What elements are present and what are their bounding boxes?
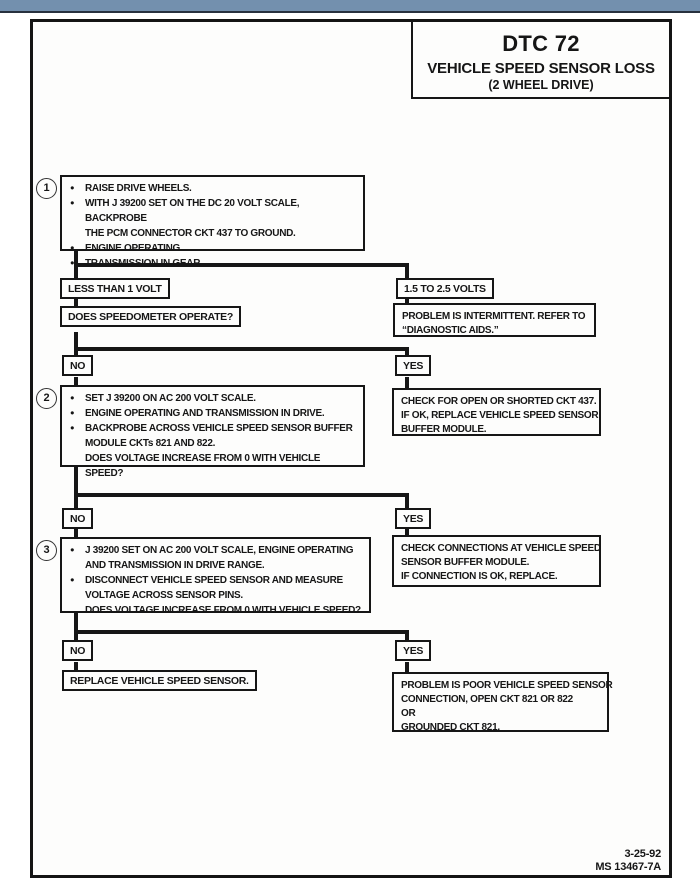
bullet-icon (68, 573, 85, 588)
bullet-icon (68, 421, 85, 436)
connector-line (405, 347, 409, 357)
step3-line: VOLTAGE ACROSS SENSOR PINS. (85, 590, 243, 601)
yes-branch-label: YES (395, 640, 432, 661)
no-branch-label: NO (62, 640, 94, 661)
step1-line: TRANSMISSION IN GEAR. (85, 258, 203, 269)
connector-line (405, 662, 409, 674)
poor-connection-result-box: PROBLEM IS POOR VEHICLE SPEED SENSOR CON… (392, 672, 613, 733)
yes-branch-label: YES (395, 355, 432, 376)
connector-line (405, 493, 409, 510)
step-number-3: 3 (36, 540, 57, 561)
bullet-icon (68, 406, 85, 421)
bullet-icon (68, 241, 85, 256)
page-title: VEHICLE SPEED SENSOR LOSS (427, 60, 655, 77)
step2-instruction-box: SET J 39200 ON AC 200 VOLT SCALE. ENGINE… (60, 385, 365, 479)
footer-date: 3-25-92 (624, 848, 661, 860)
bullet-icon (68, 256, 85, 271)
branch-line (74, 630, 409, 634)
connector-line (74, 377, 78, 387)
step2-line: DOES VOLTAGE INCREASE FROM 0 WITH VEHICL… (85, 453, 321, 479)
result-less-than-1-volt: LESS THAN 1 VOLT (60, 278, 170, 299)
step1-instruction-box: RAISE DRIVE WHEELS. WITH J 39200 SET ON … (60, 175, 365, 269)
step3-line: DOES VOLTAGE INCREASE FROM 0 WITH VEHICL… (85, 605, 361, 616)
connector-line (74, 529, 78, 539)
result-1-5-to-2-5-volts: 1.5 TO 2.5 VOLTS (396, 278, 494, 299)
footer-doc-number: MS 13467-7A (595, 861, 661, 873)
bullet-icon (68, 543, 85, 558)
yes-branch-label: YES (395, 508, 432, 529)
speedometer-question-box: DOES SPEEDOMETER OPERATE? (60, 306, 241, 327)
connector-line (74, 296, 78, 308)
branch-line (74, 493, 409, 497)
step1-line: THE PCM CONNECTOR CKT 437 TO GROUND. (85, 228, 296, 239)
step2-line: ENGINE OPERATING AND TRANSMISSION IN DRI… (85, 408, 325, 419)
bullet-icon (68, 391, 85, 406)
service-manual-page: DTC 72 VEHICLE SPEED SENSOR LOSS (2 WHEE… (30, 19, 672, 878)
step3-line: AND TRANSMISSION IN DRIVE RANGE. (85, 560, 265, 571)
branch-line (74, 263, 409, 267)
step2-line: BACKPROBE ACROSS VEHICLE SPEED SENSOR BU… (85, 423, 353, 434)
step-number-1: 1 (36, 178, 57, 199)
page-subtitle: (2 WHEEL DRIVE) (488, 78, 594, 92)
step1-line: RAISE DRIVE WHEELS. (85, 183, 192, 194)
bullet-icon (68, 196, 85, 226)
no-branch-label: NO (62, 355, 94, 376)
connector-line (74, 332, 78, 357)
title-box: DTC 72 VEHICLE SPEED SENSOR LOSS (2 WHEE… (411, 22, 669, 99)
connector-line (405, 529, 409, 537)
dtc-code: DTC 72 (502, 31, 580, 56)
connector-line (405, 263, 409, 280)
step-number-2: 2 (36, 388, 57, 409)
check-ckt437-result-box: CHECK FOR OPEN OR SHORTED CKT 437. IF OK… (392, 388, 601, 436)
check-connections-result-box: CHECK CONNECTIONS AT VEHICLE SPEED SENSO… (392, 535, 601, 587)
page-footer: 3-25-92 MS 13467-7A (595, 848, 661, 874)
connector-line (74, 612, 78, 642)
step1-line: WITH J 39200 SET ON THE DC 20 VOLT SCALE… (85, 198, 300, 224)
step3-instruction-box: J 39200 SET ON AC 200 VOLT SCALE, ENGINE… (60, 537, 371, 616)
replace-sensor-result-box: REPLACE VEHICLE SPEED SENSOR. (62, 670, 257, 691)
branch-line (74, 347, 409, 351)
connector-line (405, 296, 409, 305)
no-branch-label: NO (62, 508, 94, 529)
step3-line: DISCONNECT VEHICLE SPEED SENSOR AND MEAS… (85, 575, 343, 586)
connector-line (405, 377, 409, 390)
connector-line (74, 662, 78, 672)
connector-line (74, 467, 78, 510)
bullet-icon (68, 181, 85, 196)
step2-line: SET J 39200 ON AC 200 VOLT SCALE. (85, 393, 256, 404)
top-accent-bar (0, 0, 700, 13)
step2-line: MODULE CKTs 821 AND 822. (85, 438, 216, 449)
step1-line: ENGINE OPERATING. (85, 243, 183, 254)
intermittent-result-box: PROBLEM IS INTERMITTENT. REFER TO “DIAGN… (393, 303, 596, 337)
connector-line (405, 630, 409, 642)
step3-line: J 39200 SET ON AC 200 VOLT SCALE, ENGINE… (85, 545, 354, 556)
